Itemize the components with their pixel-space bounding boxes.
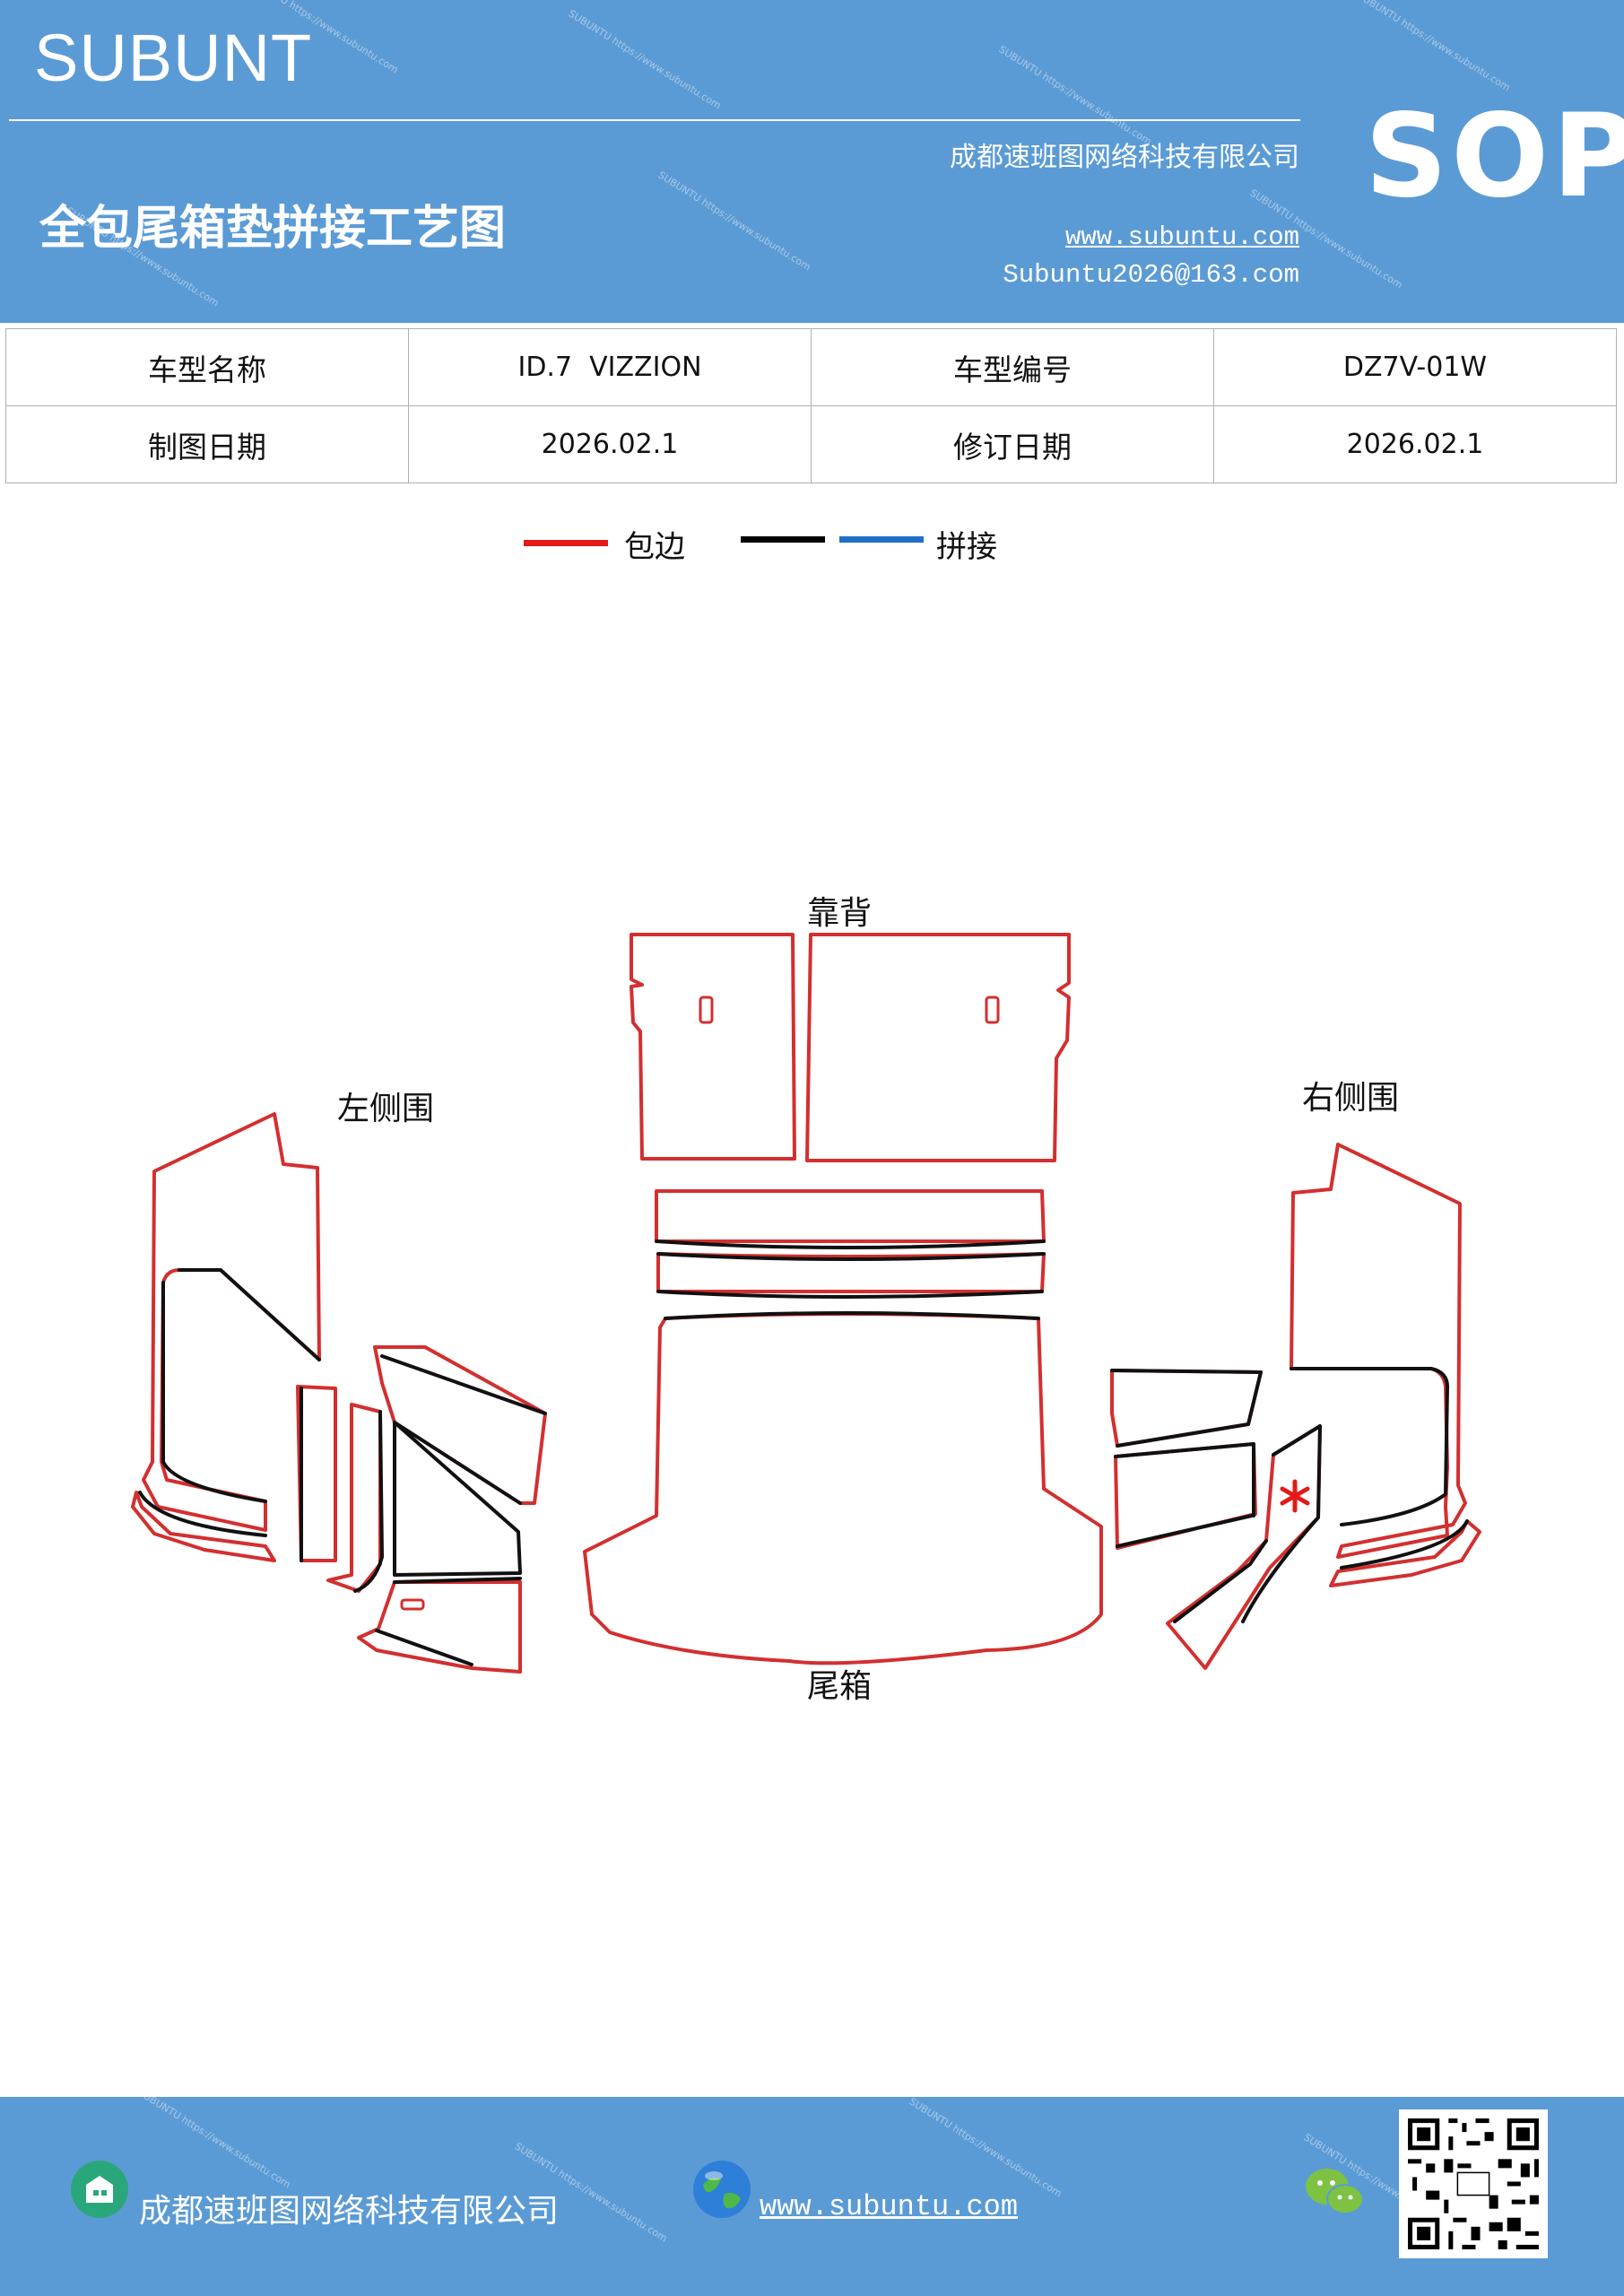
trunk-strip-top-splice (655, 1239, 1046, 1249)
model-code-value: DZ7V-01W (1213, 328, 1617, 406)
left-upper-subpanel (373, 1345, 547, 1505)
backrest-right-slot (985, 996, 1000, 1024)
right-upper-subpanel-splice (1110, 1369, 1263, 1448)
table-row: 制图日期 2026.02.1 修订日期 2026.02.1 (5, 405, 1617, 483)
left-lower-subpanel (357, 1580, 522, 1674)
left-lower-subpanel-splice (375, 1577, 522, 1666)
left-side-bottom-strip (131, 1491, 276, 1562)
legend-edge-swatch (524, 540, 608, 546)
legend-edge-label: 包边 (624, 529, 685, 565)
backrest-left-panel (630, 933, 796, 1161)
right-lower-subpanel (1166, 1424, 1322, 1670)
email-address: Subuntu2026@163.com (1003, 260, 1299, 290)
header-divider (9, 119, 1300, 121)
footer-website-link[interactable]: www.subuntu.com (760, 2190, 1019, 2223)
label-left-side: 左侧围 (337, 1091, 434, 1127)
qr-code-pattern (1399, 2109, 1548, 2258)
right-middle-subpanel-splice (1114, 1442, 1255, 1548)
left-lower-slot (400, 1598, 425, 1611)
asterisk-marker (1280, 1479, 1310, 1513)
sop-badge: SOP (1365, 90, 1624, 223)
revision-date-value: 2026.02.1 (1213, 405, 1617, 483)
right-side-bottom-strip (1329, 1519, 1481, 1587)
footer-banner: SUBUNTU https://www.subuntu.com SUBUNTU … (0, 2097, 1624, 2296)
drawing-date-label: 制图日期 (5, 405, 409, 483)
backrest-right-panel (805, 933, 1071, 1162)
legend: 包边 拼接 (524, 522, 1151, 576)
document-title: 全包尾箱垫拼接工艺图 (39, 201, 507, 256)
revision-date-label: 修订日期 (811, 405, 1214, 483)
watermark: SUBUNTU https://www.subuntu.com (135, 2097, 293, 2191)
model-name-value: ID.7 VIZZION (408, 328, 812, 406)
trunk-floor (583, 1312, 1103, 1665)
legend-splice-label: 拼接 (936, 529, 997, 565)
right-side-bottom-splice (1340, 1519, 1469, 1570)
wechat-icon (1306, 2169, 1364, 2214)
model-code-label: 车型编号 (811, 328, 1214, 406)
legend-splice-blue-swatch (839, 536, 924, 543)
brand-name: SUBUNT (34, 21, 313, 95)
trunk-floor-splice (664, 1311, 1040, 1320)
building-icon (71, 2161, 128, 2218)
left-middle-subpanel (393, 1421, 522, 1577)
table-row: 车型名称 ID.7 VIZZION 车型编号 DZ7V-01W (5, 328, 1617, 406)
left-strip-1 (296, 1385, 337, 1562)
company-name: 成都速班图网络科技有限公司 (950, 142, 1299, 173)
globe-icon (693, 2161, 751, 2218)
label-trunk: 尾箱 (807, 1668, 872, 1705)
right-lower-subpanel-splice (1173, 1424, 1322, 1623)
left-side-main-panel (142, 1112, 321, 1532)
drawing-date-value: 2026.02.1 (408, 405, 812, 483)
left-side-bottom-splice (138, 1491, 267, 1537)
model-name-label: 车型名称 (5, 328, 409, 406)
label-right-side: 右侧围 (1302, 1080, 1399, 1117)
right-side-splice-inner (1290, 1367, 1449, 1526)
qr-code (1399, 2109, 1548, 2258)
label-backrest: 靠背 (807, 895, 872, 932)
trunk-strip-top (655, 1189, 1046, 1243)
vehicle-info-table: 车型名称 ID.7 VIZZION 车型编号 DZ7V-01W 制图日期 202… (5, 328, 1617, 483)
left-side-splice-inner (161, 1268, 321, 1503)
backrest-left-slot (699, 996, 714, 1024)
header-banner: SUBUNTU https://www.subuntu.com SUBUNTU … (0, 0, 1624, 323)
left-strip-2-splice (353, 1410, 384, 1593)
legend-splice-black-swatch (741, 536, 825, 543)
trunk-strip-middle-splice (656, 1252, 1046, 1299)
watermark: SUBUNTU https://www.subuntu.com (907, 2097, 1064, 2200)
website-link[interactable]: www.subuntu.com (1064, 222, 1299, 252)
left-upper-subpanel-splice (380, 1354, 547, 1505)
footer-company-name: 成都速班图网络科技有限公司 (139, 2193, 560, 2230)
